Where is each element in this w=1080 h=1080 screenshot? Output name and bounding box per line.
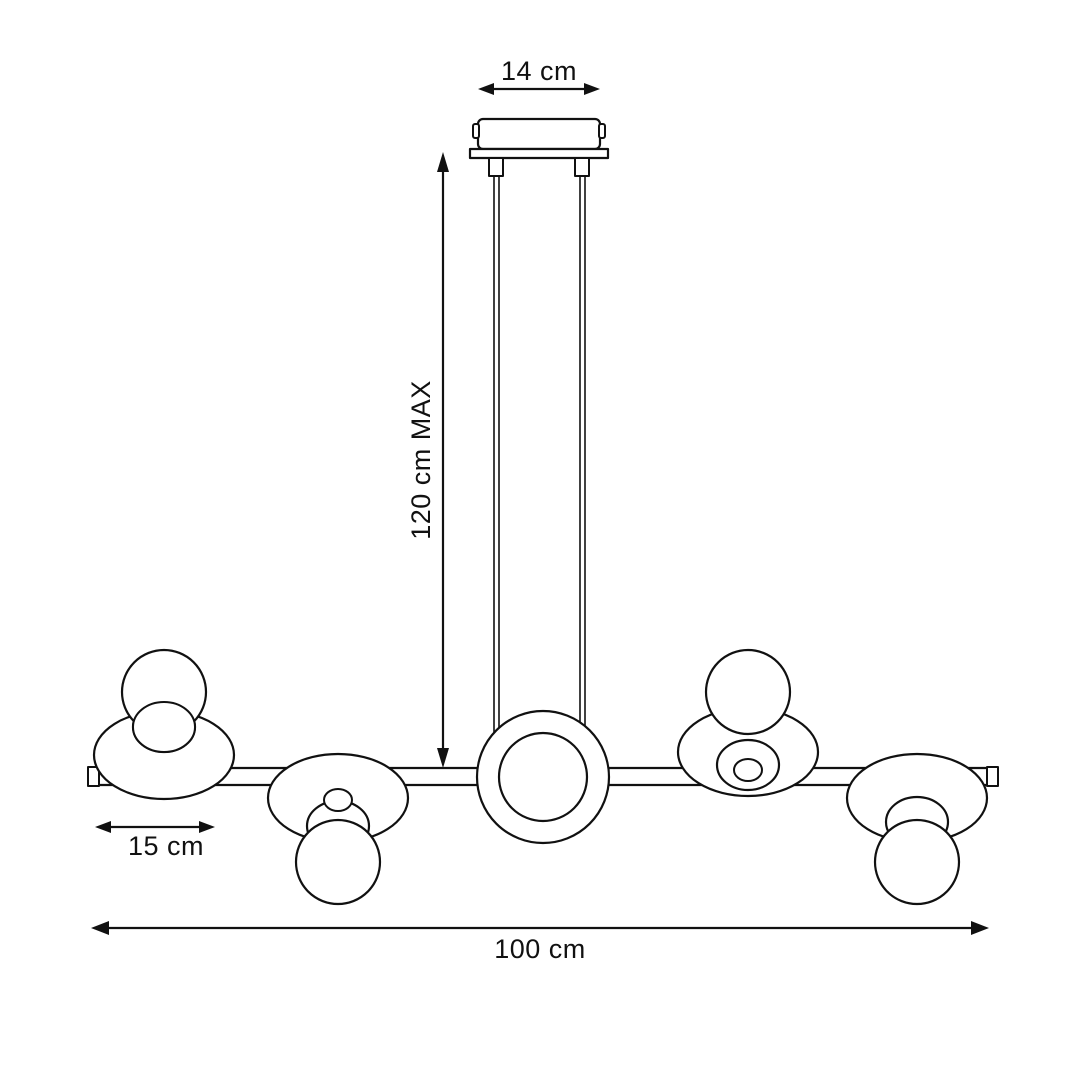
suspension-rods xyxy=(493,176,586,760)
lamp-2-collar xyxy=(323,788,353,812)
lamp-1-far-left-up xyxy=(92,648,236,801)
dimension-canopy-width: 14 cm xyxy=(478,56,600,95)
arrowhead-left-100cm xyxy=(91,921,109,935)
arrowhead-right-100cm xyxy=(971,921,989,935)
dimension-label-lamp-spacing: 15 cm xyxy=(128,831,204,861)
dimension-lamp-spacing: 15 cm xyxy=(95,821,215,861)
bar-end-cap-right xyxy=(986,766,999,787)
arrowhead-right-15cm xyxy=(199,821,215,833)
rod-connector-left xyxy=(488,157,504,177)
lamp-3-bulb xyxy=(704,648,792,736)
dimension-label-canopy-width: 14 cm xyxy=(501,56,577,86)
canopy-left-nub xyxy=(472,123,480,139)
dimension-label-total-width: 100 cm xyxy=(494,934,586,964)
ceiling-canopy-assembly xyxy=(468,117,610,177)
canopy-body xyxy=(476,117,602,151)
rod-connector-right xyxy=(574,157,590,177)
lamp-3-right-inner-up xyxy=(676,648,820,798)
arrowhead-left-14cm xyxy=(478,83,494,95)
lamp-3-collar xyxy=(733,758,763,782)
dimension-label-drop-height: 120 cm MAX xyxy=(406,380,436,540)
dimension-total-width: 100 cm xyxy=(91,921,989,964)
hub-inner-ring xyxy=(497,731,589,823)
canopy-base-plate xyxy=(468,147,610,160)
lamp-4-far-right-down xyxy=(845,752,989,906)
lamp-2-left-inner-down xyxy=(266,752,410,906)
arrowhead-right-14cm xyxy=(584,83,600,95)
lamp-2-bulb xyxy=(294,818,382,906)
arrowhead-bottom-120cm xyxy=(437,748,449,768)
bar-end-cap-left xyxy=(87,766,100,787)
arrowhead-top-120cm xyxy=(437,152,449,172)
canopy-right-nub xyxy=(598,123,606,139)
lamp-1-socket-ring xyxy=(132,701,196,753)
lamp-4-bulb xyxy=(873,818,961,906)
dimension-drop-height: 120 cm MAX xyxy=(406,152,449,768)
arrowhead-left-15cm xyxy=(95,821,111,833)
central-ring-hub xyxy=(475,709,611,845)
